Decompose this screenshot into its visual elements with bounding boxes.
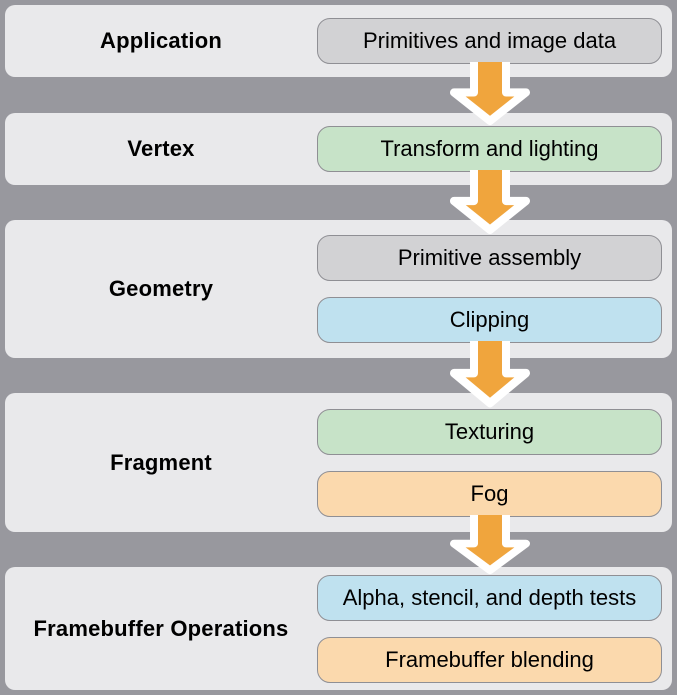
stage-label-fragment: Fragment bbox=[110, 449, 212, 475]
stage-label-framebuffer-operations: Framebuffer Operations bbox=[33, 615, 289, 641]
pipeline-step-framebuffer-blending: Framebuffer blending bbox=[317, 636, 662, 683]
stage-label-application: Application bbox=[100, 28, 222, 53]
stage-band-framebuffer-operations: Framebuffer Operations Alpha, stencil, an… bbox=[5, 567, 672, 690]
pipeline-step-transform-and-lighting: Transform and lighting bbox=[317, 126, 662, 172]
stage-band-application: Application Primitives and image data bbox=[5, 5, 672, 77]
pipeline-step-clipping: Clipping bbox=[317, 297, 662, 343]
pipeline-step-primitives-and-image-data: Primitives and image data bbox=[317, 18, 662, 64]
stage-label-geometry: Geometry bbox=[108, 276, 214, 301]
stage-band-vertex: Vertex Transform and lighting bbox=[5, 113, 672, 185]
pipeline-step-texturing: Texturing bbox=[317, 408, 662, 455]
pipeline-step-fog: Fog bbox=[317, 470, 662, 517]
pipeline-step-primitive-assembly: Primitive assembly bbox=[317, 235, 662, 281]
stage-pills: Primitives and image data bbox=[317, 18, 662, 64]
stage-label-vertex: Vertex bbox=[127, 136, 195, 161]
stage-pills: Transform and lighting bbox=[317, 126, 662, 172]
pipeline-step-alpha-stencil-and-depth-tests: Alpha, stencil, and depth tests bbox=[317, 574, 662, 621]
